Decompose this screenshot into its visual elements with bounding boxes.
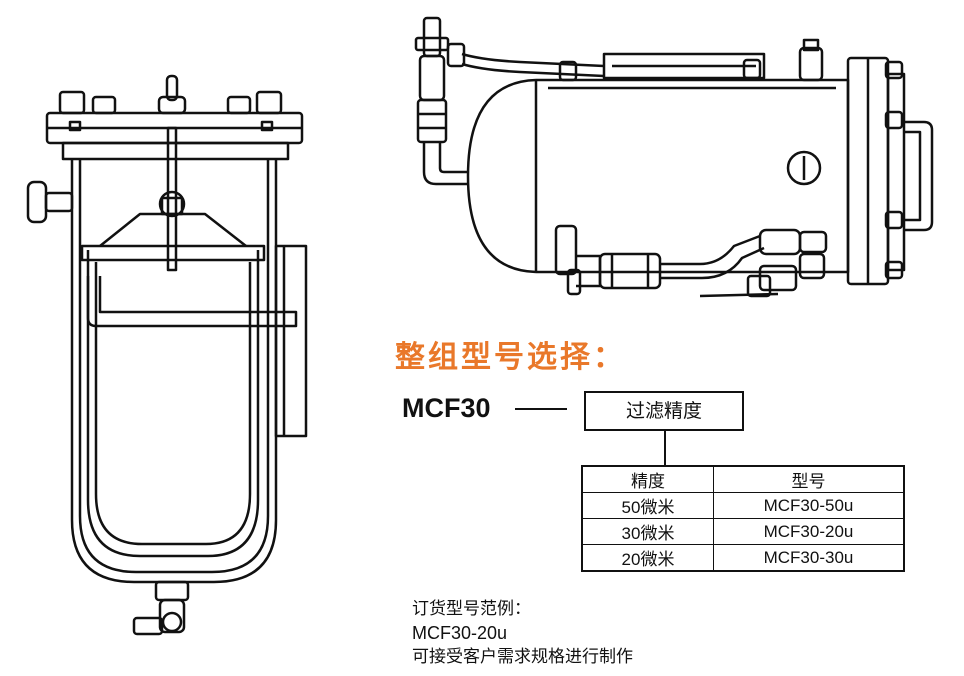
table-row: 20微米 MCF30-30u xyxy=(581,544,905,572)
order-example-code: MCF30-20u xyxy=(412,623,508,643)
front-view-drawing xyxy=(26,74,308,636)
table-row: 30微米 MCF30-20u xyxy=(581,518,905,545)
model-selection-heading: 整组型号选择： xyxy=(395,340,626,375)
cell-precision: 50微米 xyxy=(581,492,714,519)
base-model-code: MCF30 xyxy=(402,393,491,423)
filter-precision-box: 过滤精度 xyxy=(584,391,744,431)
order-example-title: 订货型号范例： xyxy=(412,599,531,619)
table-row: 50微米 MCF30-50u xyxy=(581,492,905,519)
model-connector-dash xyxy=(515,408,567,410)
cell-model: MCF30-30u xyxy=(713,544,905,572)
side-view-drawing xyxy=(414,16,934,298)
cell-model: MCF30-20u xyxy=(713,518,905,545)
order-example-block: 订货型号范例： MCF30-20u 可接受客户需求规格进行制作 xyxy=(412,597,633,669)
cell-model: MCF30-50u xyxy=(713,492,905,519)
cell-precision: 30微米 xyxy=(581,518,714,545)
cell-precision: 20微米 xyxy=(581,544,714,572)
model-spec-table: 精度 型号 50微米 MCF30-50u 30微米 MCF30-20u 20微米… xyxy=(581,465,905,572)
box-to-table-connector xyxy=(664,431,666,465)
header-precision: 精度 xyxy=(581,465,714,493)
custom-spec-note: 可接受客户需求规格进行制作 xyxy=(412,647,633,667)
table-header-row: 精度 型号 xyxy=(581,465,905,493)
header-model: 型号 xyxy=(713,465,905,493)
